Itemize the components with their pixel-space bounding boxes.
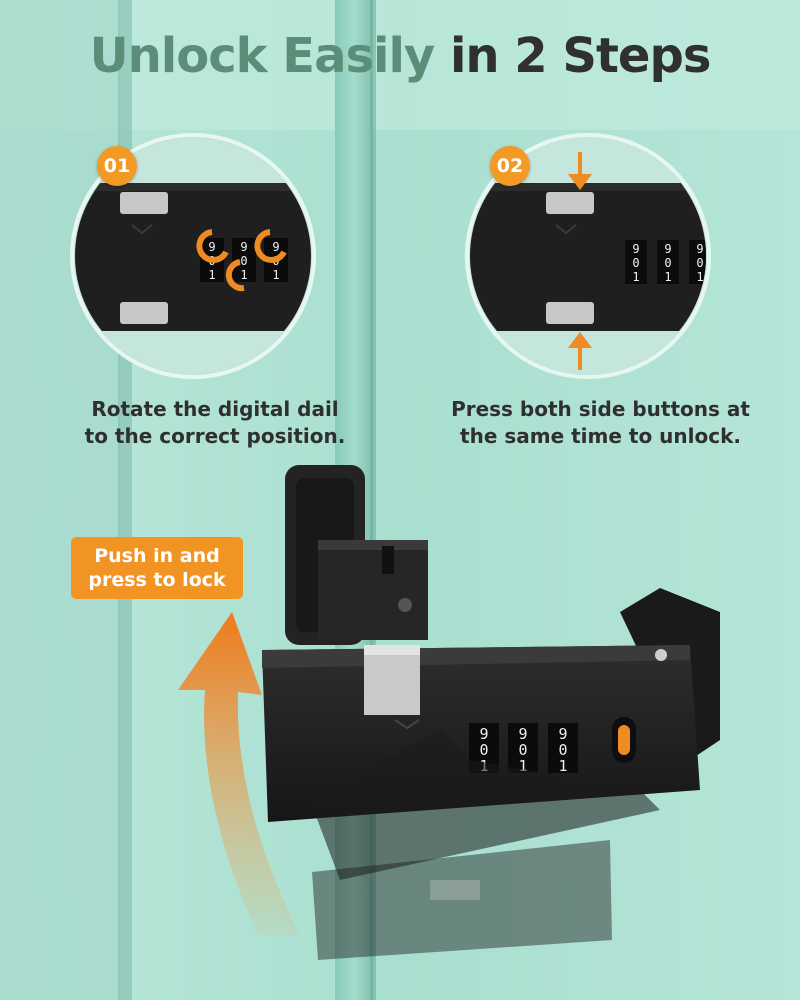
dial-digit: 0: [664, 256, 671, 270]
dial-digit: 9: [518, 725, 527, 743]
dial-digit: 0: [558, 741, 567, 759]
press-up-arrow: [568, 332, 592, 370]
dial-digit: 1: [272, 268, 279, 282]
page-title: Unlock Easily in 2 Steps: [0, 28, 800, 84]
callout-line1: Push in and: [94, 545, 220, 567]
step-1-caption-line1: Rotate the digital dail: [91, 397, 339, 421]
dial-digit: 9: [664, 242, 671, 256]
step-2-caption-line2: the same time to unlock.: [460, 424, 741, 448]
dial-digit: 1: [696, 270, 703, 284]
dial-digit: 1: [632, 270, 639, 284]
lock-callout: Push in and press to lock: [71, 537, 243, 599]
press-down-arrow: [568, 152, 592, 190]
dial-digit: 0: [479, 741, 488, 759]
dial-digit: 1: [208, 268, 215, 282]
lock-indicator: [618, 725, 630, 755]
dial-digit: 9: [208, 240, 215, 254]
step-2-caption: Press both side buttons at the same time…: [428, 396, 773, 450]
dial-digit: 9: [272, 240, 279, 254]
lock-arrow-icon: [178, 612, 300, 935]
title-rest: in 2 Steps: [449, 28, 711, 84]
step-1-badge: 01: [97, 146, 137, 186]
dial-digit: 1: [240, 268, 247, 282]
title-highlight: Unlock Easily: [89, 28, 436, 84]
dial-digit: 9: [696, 242, 703, 256]
step-1-caption-line2: to the correct position.: [84, 424, 346, 448]
dial-digit: 0: [632, 256, 639, 270]
door-edge: [0, 0, 120, 1000]
dial-digit: 9: [240, 240, 247, 254]
dial-digit: 9: [558, 725, 567, 743]
dial-digit: 1: [664, 270, 671, 284]
dial-digit: 1: [558, 757, 567, 775]
dial-digit: 9: [632, 242, 639, 256]
dial-digit: 1: [518, 757, 527, 775]
dial-digit: 0: [518, 741, 527, 759]
callout-line2: press to lock: [88, 569, 226, 591]
dial-digit: 0: [240, 254, 247, 268]
dial-digit: 0: [696, 256, 703, 270]
latch-bracket: [285, 465, 428, 645]
step-2-badge: 02: [490, 146, 530, 186]
step-1-caption: Rotate the digital dail to the correct p…: [45, 396, 385, 450]
step-2-caption-line1: Press both side buttons at: [451, 397, 750, 421]
dial-digit: 9: [479, 725, 488, 743]
